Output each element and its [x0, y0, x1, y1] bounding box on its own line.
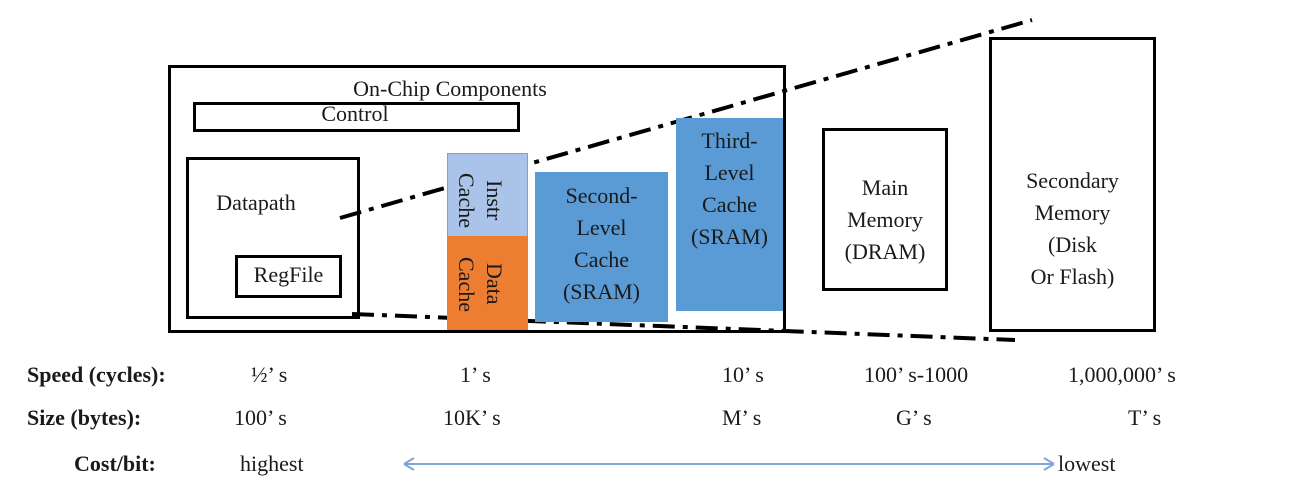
onchip-box — [168, 65, 786, 333]
size-value-l2-l3: M’ s — [722, 405, 762, 430]
size-row-label: Size (bytes): — [27, 405, 142, 430]
speed-value-secondary: 1,000,000’ s — [1068, 362, 1176, 387]
third-level-line-1: Third- — [701, 128, 758, 153]
data-cache-label: Data Cache — [452, 244, 508, 324]
datapath-label: Datapath — [216, 190, 296, 215]
regfile-label: RegFile — [253, 262, 324, 287]
regfile-box — [235, 255, 342, 298]
main-memory-label: Main Memory (DRAM) — [822, 172, 948, 268]
datapath-box — [186, 157, 360, 319]
instr-cache-line-1: Instr — [482, 179, 507, 221]
second-level-line-1: Second- — [565, 183, 638, 208]
second-level-cache-block — [535, 172, 668, 322]
size-value-l1: 10K’ s — [443, 405, 501, 430]
instr-cache-label: Instr Cache — [452, 160, 508, 240]
second-level-line-2: Level — [576, 215, 627, 240]
speed-value-registers: ½’ s — [251, 362, 288, 387]
data-cache-line-2: Cache — [454, 256, 479, 312]
cost-row-label: Cost/bit: — [74, 451, 156, 476]
second-level-cache-label: Second- Level Cache (SRAM) — [535, 180, 668, 308]
secondary-memory-line-4: Or Flash) — [1030, 264, 1115, 289]
control-box — [193, 102, 520, 132]
third-level-line-4: (SRAM) — [690, 224, 768, 249]
cost-lowest: lowest — [1058, 451, 1116, 476]
secondary-memory-box — [989, 37, 1156, 332]
second-level-line-3: Cache — [574, 247, 629, 272]
main-memory-box — [822, 128, 948, 291]
secondary-memory-line-3: (Disk — [1048, 232, 1097, 257]
third-level-line-2: Level — [704, 160, 755, 185]
speed-value-main-memory: 100’ s-1000 — [864, 362, 969, 387]
main-memory-line-2: Memory — [847, 207, 923, 232]
speed-value-l1: 1’ s — [460, 362, 491, 387]
instr-cache-block — [447, 153, 528, 245]
size-value-registers: 100’ s — [234, 405, 287, 430]
third-level-cache-block — [676, 118, 783, 311]
data-cache-block — [447, 236, 528, 330]
control-label: Control — [321, 101, 389, 126]
secondary-memory-line-2: Memory — [1034, 200, 1111, 225]
onchip-title: On-Chip Components — [353, 76, 547, 101]
cost-highest: highest — [240, 451, 304, 476]
speed-value-l2-l3: 10’ s — [722, 362, 764, 387]
instr-cache-line-2: Cache — [454, 172, 479, 228]
cost-arrow — [403, 457, 1055, 471]
secondary-memory-label: Secondary Memory (Disk Or Flash) — [989, 165, 1156, 293]
main-memory-line-1: Main — [861, 175, 909, 200]
secondary-memory-line-1: Secondary — [1026, 168, 1119, 193]
second-level-line-4: (SRAM) — [562, 279, 640, 304]
size-value-main-memory: G’ s — [896, 405, 932, 430]
data-cache-line-1: Data — [482, 263, 507, 305]
lower-perspective-line — [351, 312, 1016, 342]
size-value-secondary: T’ s — [1128, 405, 1162, 430]
third-level-line-3: Cache — [702, 192, 757, 217]
speed-row-label: Speed (cycles): — [27, 362, 166, 387]
main-memory-line-3: (DRAM) — [844, 239, 926, 264]
third-level-cache-label: Third- Level Cache (SRAM) — [676, 125, 783, 253]
